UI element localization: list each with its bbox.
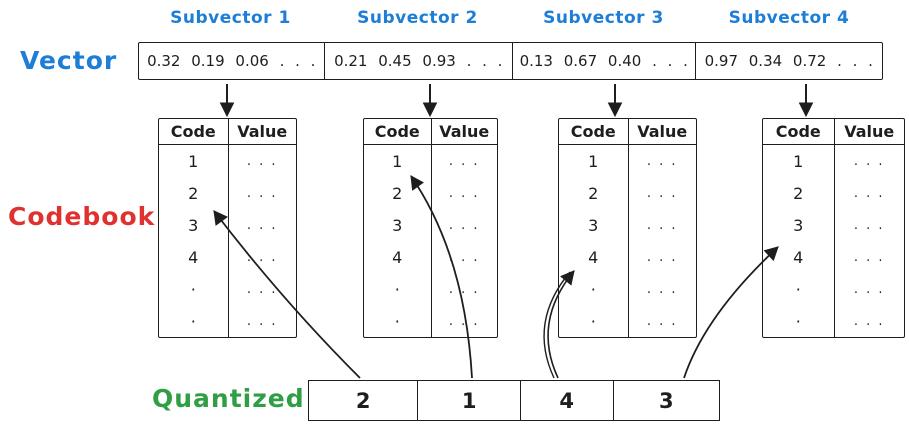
table-row: ·. . .: [364, 305, 497, 337]
table-row: ·. . .: [364, 273, 497, 305]
table-row: 4. . .: [364, 241, 497, 273]
table-row: ·. . .: [159, 273, 296, 305]
subvector-1-values: 0.32 0.19 0.06 . . .: [147, 52, 316, 70]
subvector-4-label: Subvector 4: [728, 8, 850, 28]
vector-label: Vector: [20, 46, 118, 75]
vector-box: 0.32 0.19 0.06 . . . 0.21 0.45 0.93 . . …: [138, 42, 883, 80]
table-row: ·. . .: [559, 273, 696, 305]
value-header: Value: [227, 119, 297, 144]
quantized-cell-3: 4: [519, 381, 613, 420]
table-row: 3. . .: [559, 209, 696, 241]
quantized-cell-4: 3: [612, 381, 719, 420]
table-row: 4. . .: [559, 241, 696, 273]
codebook-table-4: Code Value 1. . . 2. . . 3. . . 4. . . ·…: [762, 118, 905, 338]
table-row: 3. . .: [364, 209, 497, 241]
subvector-2-label: Subvector 2: [357, 8, 478, 28]
subvector-1-label: Subvector 1: [170, 8, 291, 28]
arrow-subvector2-to-codebook2: [422, 84, 438, 118]
subvector-3-label: Subvector 3: [543, 8, 664, 28]
table-row: 2. . .: [364, 177, 497, 209]
value-header: Value: [627, 119, 697, 144]
subvector-2-values: 0.21 0.45 0.93 . . .: [323, 43, 513, 79]
codebook-table-2: Code Value 1. . . 2. . . 3. . . 4. . . ·…: [363, 118, 498, 338]
table-row: 4. . .: [159, 241, 296, 273]
quantized-cell-2: 1: [417, 381, 520, 420]
arrow-subvector4-to-codebook4: [798, 84, 814, 118]
table-row: 2. . .: [763, 177, 904, 209]
table-row: 1. . .: [159, 145, 296, 177]
subvector-4-values: 0.97 0.34 0.72 . . .: [694, 43, 883, 79]
table-row: ·. . .: [159, 305, 296, 337]
codebook-label: Codebook: [8, 202, 156, 231]
quantized-box: 2 1 4 3: [308, 380, 720, 421]
table-row: 2. . .: [159, 177, 296, 209]
code-header: Code: [374, 122, 420, 141]
arrow-subvector3-to-codebook3: [607, 84, 623, 118]
code-header: Code: [570, 122, 616, 141]
quantized-cell-1: 2: [355, 388, 371, 413]
subvector-3-values: 0.13 0.67 0.40 . . .: [512, 43, 695, 79]
table-row: 3. . .: [159, 209, 296, 241]
table-row: 4. . .: [763, 241, 904, 273]
code-header: Code: [170, 122, 216, 141]
value-header: Value: [430, 119, 498, 144]
table-row: 1. . .: [763, 145, 904, 177]
table-row: 1. . .: [559, 145, 696, 177]
table-row: ·. . .: [763, 273, 904, 305]
arrow-subvector1-to-codebook1: [219, 84, 235, 118]
code-header: Code: [775, 122, 821, 141]
table-row: 2. . .: [559, 177, 696, 209]
table-row: 3. . .: [763, 209, 904, 241]
table-row: ·. . .: [559, 305, 696, 337]
value-header: Value: [833, 119, 905, 144]
quantized-label: Quantized: [152, 384, 305, 413]
table-row: ·. . .: [763, 305, 904, 337]
codebook-table-1: Code Value 1. . . 2. . . 3. . . 4. . . ·…: [158, 118, 297, 338]
table-row: 1. . .: [364, 145, 497, 177]
codebook-table-3: Code Value 1. . . 2. . . 3. . . 4. . . ·…: [558, 118, 697, 338]
